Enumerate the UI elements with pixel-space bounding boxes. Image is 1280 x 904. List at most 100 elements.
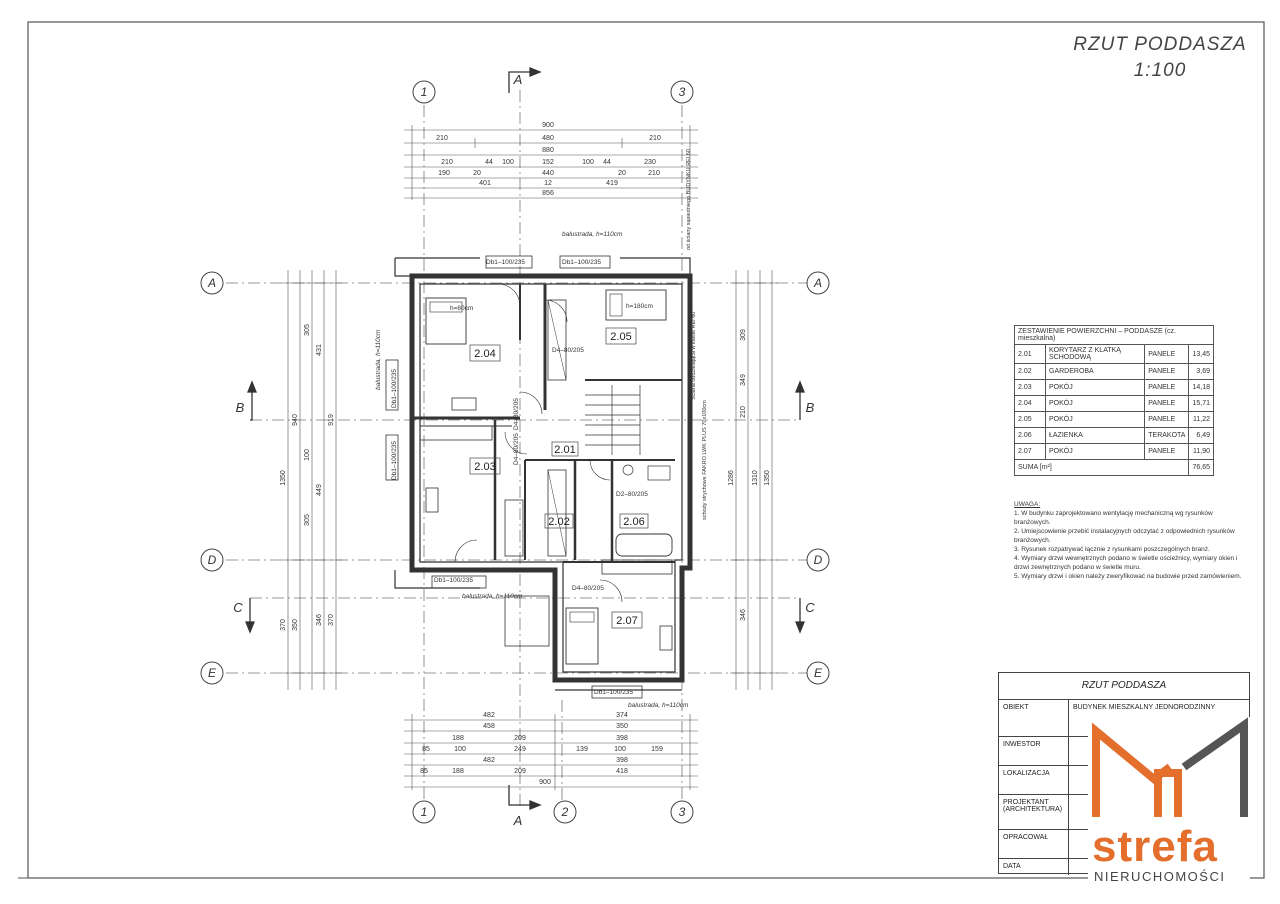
dim-left-919: 919 (328, 414, 335, 426)
title-block-label: DATA (999, 859, 1069, 875)
dim-right-1350: 1350 (764, 470, 771, 486)
dim-left-370: 370 (280, 619, 287, 631)
room-label-2-07: 2.07 (616, 615, 637, 627)
dim-bot-r4-4: 249 (514, 746, 526, 753)
table-cell: GARDEROBA (1044, 363, 1146, 380)
note-balustrada-top: balustrada, h=110cm (562, 231, 623, 238)
table-cell: TERAKOTA (1144, 427, 1190, 444)
dim-right-1286: 1286 (728, 470, 735, 486)
dim-top-r6-0: 401 (479, 180, 491, 187)
dim-bot-r5-0: 482 (483, 757, 495, 764)
dim-right-309: 309 (740, 329, 747, 341)
dim-top-r6-1: 12 (544, 180, 552, 187)
logo (1088, 717, 1250, 887)
table-cell: 2.04 (1014, 395, 1046, 412)
section-label-a-bottom: A (513, 813, 523, 828)
table-cell: 2.02 (1014, 363, 1046, 380)
note-window-4: Db1–100/235 (594, 689, 633, 696)
room-label-2-06: 2.06 (623, 516, 644, 528)
drawing-title-text: RZUT PODDASZA (1073, 34, 1247, 55)
dim-bot-r4-0: 85 (422, 746, 430, 753)
drawing-scale: 1:100 (1133, 60, 1187, 81)
sheet-frame (27, 21, 1265, 879)
axis-label-3-bottom: 3 (679, 805, 686, 819)
table-cell: POKÓJ (1044, 443, 1146, 460)
dim-bot-r4-2: 100 (454, 746, 466, 753)
table-cell: 2.07 (1014, 443, 1046, 460)
note-door-d4-2: D4–80/205 (572, 585, 604, 592)
dim-right-1310: 1310 (752, 470, 759, 486)
table-cell: PANELE (1144, 379, 1190, 396)
title-block-label: INWESTOR (999, 737, 1069, 765)
logo-mark-icon (1092, 717, 1248, 817)
notes-heading: UWAGA: (1014, 501, 1041, 508)
note-item: 5. Wymiary drzwi i okien należy zweryfik… (1014, 573, 1242, 580)
dim-left-940: 940 (292, 414, 299, 426)
axis-label-d-left: D (208, 553, 217, 567)
note-window-1: Db1–100/235 (486, 259, 525, 266)
dim-left-350: 350 (292, 619, 299, 631)
notes-block: UWAGA: 1. W budynku zaprojektowano wenty… (1014, 500, 1244, 581)
dim-bot-r4-6: 100 (614, 746, 626, 753)
drawing-title: RZUT PODDASZA 1:100 (1040, 32, 1280, 84)
table-cell: POKÓJ (1044, 411, 1146, 428)
table-cell: 2.01 (1014, 344, 1046, 364)
sum-label: SUMA [m²] (1013, 459, 1190, 476)
section-markers (245, 67, 805, 810)
dim-top-r5-0: 190 (438, 170, 450, 177)
note-window-5: Db1–100/235 (391, 369, 398, 408)
title-block-label: OPRACOWAŁ (999, 830, 1069, 858)
dim-top-r4-3: 100 (502, 159, 514, 166)
table-cell: 2.06 (1014, 427, 1046, 444)
axis-label-a-right: A (813, 276, 822, 290)
room-label-2-01: 2.01 (554, 444, 575, 456)
table-cell: KORYTARZ Z KLATKĄ SCHODOWĄ (1044, 344, 1146, 364)
axis-label-e-right: E (814, 666, 823, 680)
table-row: 2.06 ŁAZIENKA TERAKOTA 6,49 (1014, 427, 1214, 444)
note-balustrada-mid: balustrada, h=110cm (462, 593, 523, 600)
title-block-value: BUDYNEK MIESZKALNY JEDNORODZINNY (1073, 704, 1216, 711)
note-window-3: Db1–100/235 (434, 577, 473, 584)
title-block-heading: RZUT PODDASZA (999, 673, 1249, 700)
note-balustrada-bottom: balustrada, h=110cm (628, 702, 689, 709)
table-cell: PANELE (1144, 344, 1190, 364)
note-stairs: schody strychowe FAKRO LWK PLUS 70x100cm (702, 400, 708, 520)
dim-top-r4-2: 44 (485, 159, 493, 166)
table-cell: 2.03 (1014, 379, 1046, 396)
dim-top-880: 880 (542, 147, 554, 154)
dim-top-900: 900 (542, 122, 554, 129)
dim-right-346: 346 (740, 609, 747, 621)
note-wall: Ściana oddzielająca w klasie REI 60 (689, 312, 697, 400)
dim-bot-r4-7: 159 (651, 746, 663, 753)
table-cell: PANELE (1144, 395, 1190, 412)
dim-right-210: 210 (740, 406, 747, 418)
table-cell: 6,49 (1188, 427, 1214, 444)
dim-bot-r6-1: 188 (452, 768, 464, 775)
dim-top-r5-4: 210 (648, 170, 660, 177)
dim-left-100: 100 (304, 449, 311, 461)
table-cell: ŁAZIENKA (1044, 427, 1146, 444)
room-label-2-05: 2.05 (610, 331, 631, 343)
dim-left-431: 431 (316, 344, 323, 356)
note-bed-80: h=80cm (450, 305, 473, 312)
dim-top-480: 480 (542, 135, 554, 142)
title-block-label: PROJEKTANT (ARCHITEKTURA) (999, 795, 1069, 829)
title-block-label: LOKALIZACJA (999, 766, 1069, 794)
table-row: 2.03 POKÓJ PANELE 14,18 (1014, 379, 1214, 396)
table-row-sum: SUMA [m²] 76,65 (1013, 459, 1214, 476)
building-walls (385, 255, 693, 699)
axis-bubbles (200, 80, 830, 824)
section-label-b-right: B (806, 400, 815, 415)
axis-label-2-bottom: 2 (561, 805, 569, 819)
section-label-b-left: B (236, 400, 245, 415)
dim-bot-188: 188 (452, 735, 464, 742)
dim-bot-374: 374 (616, 712, 628, 719)
dim-bot-398: 398 (616, 735, 628, 742)
dim-top-r4-1: 210 (441, 159, 453, 166)
note-door-d4-4: D4–80/205 (513, 433, 520, 465)
table-cell: PANELE (1144, 363, 1190, 380)
dim-bot-482: 482 (483, 712, 495, 719)
table-cell: 3,69 (1188, 363, 1214, 380)
dim-top-r5-2: 440 (542, 170, 554, 177)
